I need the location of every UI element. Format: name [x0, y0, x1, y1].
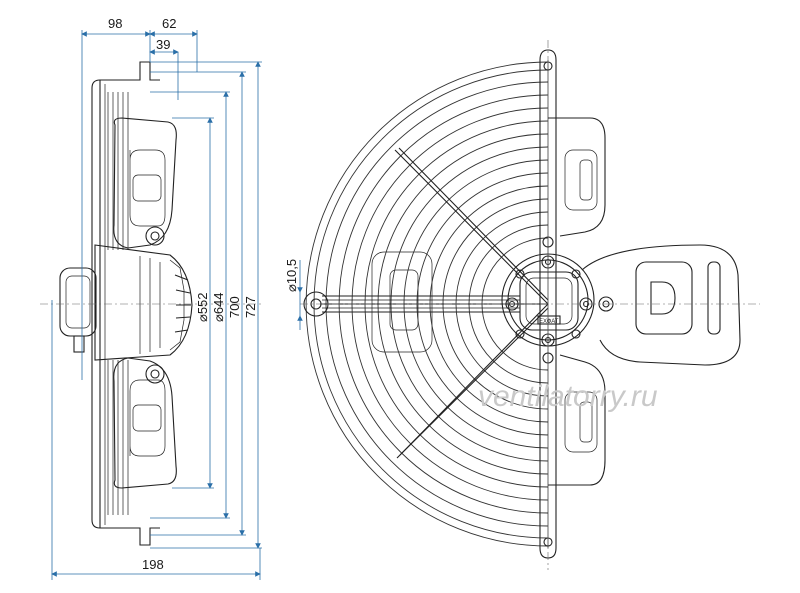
- side-dimensions: [51, 30, 262, 580]
- side-view: 98 62 39 198 ⌀552 ⌀644 700 727: [40, 16, 262, 580]
- dim-644: ⌀644: [211, 292, 226, 322]
- side-motor: [59, 226, 193, 384]
- dim-700: 700: [227, 296, 242, 318]
- dim-98: 98: [108, 16, 122, 31]
- front-view: ЕХФАТ ⌀10,5: [284, 40, 760, 570]
- dim-39: 39: [156, 37, 170, 52]
- dim-198: 198: [142, 557, 164, 572]
- side-blade-top: [113, 117, 177, 249]
- dim-727: 727: [243, 296, 258, 318]
- label-plate-text: ЕХФАТ: [539, 319, 559, 325]
- dim-62: 62: [162, 16, 176, 31]
- front-mounting-arm: [303, 291, 520, 317]
- side-blade-bottom: [113, 357, 177, 489]
- dim-hole: ⌀10,5: [284, 259, 299, 292]
- front-blade-right: [581, 244, 741, 366]
- front-blade-lower: [548, 354, 606, 486]
- dim-552: ⌀552: [195, 292, 210, 322]
- label-plate: [537, 315, 561, 325]
- watermark: ventilatorry.ru: [478, 380, 658, 413]
- front-blade-upper: [548, 117, 606, 237]
